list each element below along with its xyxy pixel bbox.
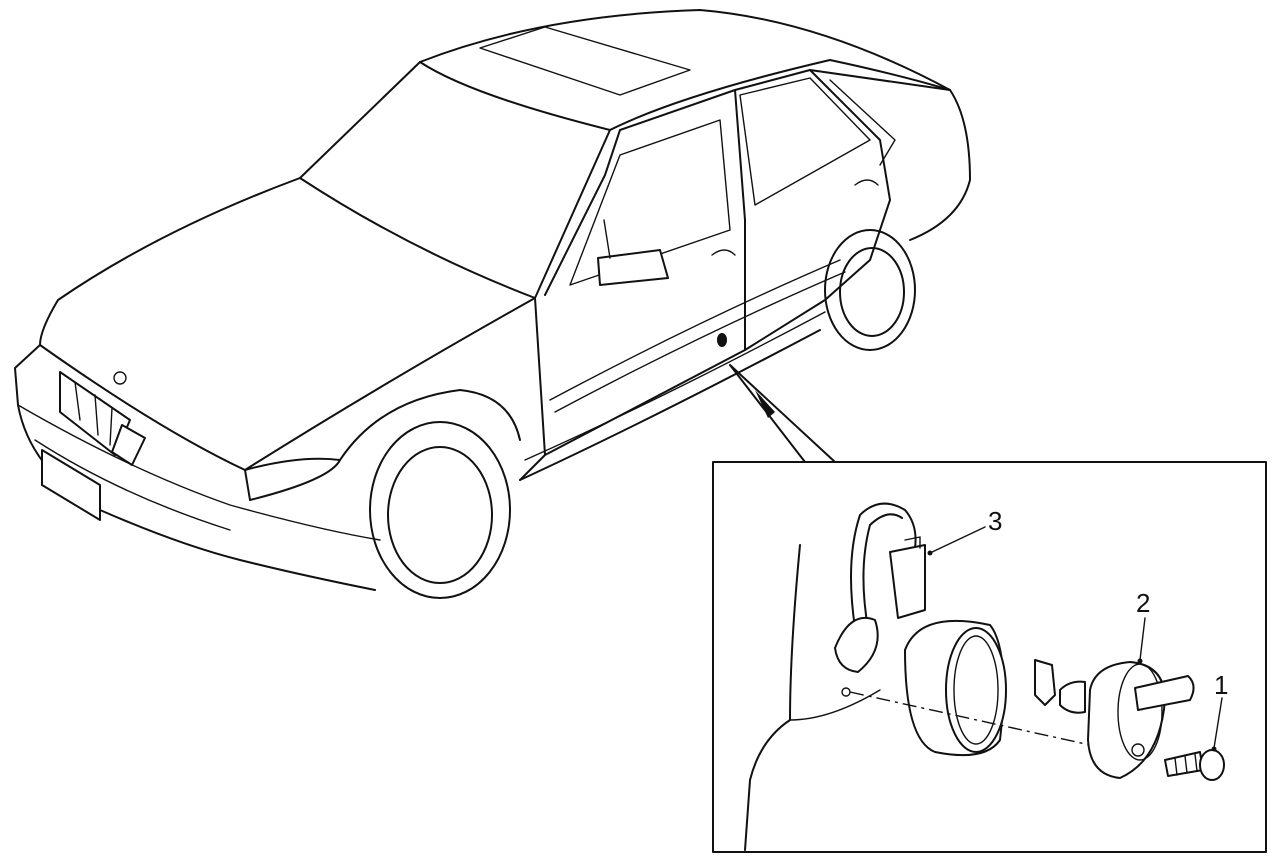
- windshield: [299, 61, 611, 299]
- switch-body: [1087, 661, 1166, 779]
- detail-box: [712, 461, 1267, 853]
- connector: [889, 544, 926, 619]
- callout-leader-2: [1139, 617, 1146, 661]
- switch-tab: [1034, 659, 1056, 706]
- license-plate: [41, 449, 101, 521]
- rear-window: [739, 77, 871, 206]
- jamb-hole: [834, 617, 879, 673]
- screw: [1164, 749, 1225, 781]
- side-mirror: [597, 249, 669, 286]
- car-illustration: [14, 9, 971, 599]
- callout-1: 1: [1214, 670, 1228, 700]
- callout-2: 2: [1136, 588, 1150, 618]
- door-jamb: [744, 544, 801, 851]
- front-wheel: [369, 421, 511, 599]
- axis-line: [849, 691, 1091, 746]
- front-bumper: [14, 344, 376, 591]
- front-window: [569, 119, 731, 286]
- wire-loop: [850, 502, 917, 629]
- connector-assembly: [834, 502, 926, 673]
- door-switch-location: [717, 333, 727, 347]
- sunroof: [479, 26, 691, 96]
- car-roof: [419, 9, 951, 91]
- door-switch: [1034, 659, 1195, 779]
- rear-door: [734, 69, 891, 351]
- detail-leader: [729, 364, 836, 463]
- callout-leader-1: [1213, 697, 1223, 749]
- callout-3: 3: [988, 506, 1002, 536]
- headlight: [244, 457, 341, 501]
- switch-plunger: [1134, 675, 1195, 711]
- callout-leader-3: [929, 526, 986, 554]
- rear-wheel: [824, 229, 916, 351]
- rubber-boot: [904, 619, 1007, 757]
- hood: [39, 177, 536, 471]
